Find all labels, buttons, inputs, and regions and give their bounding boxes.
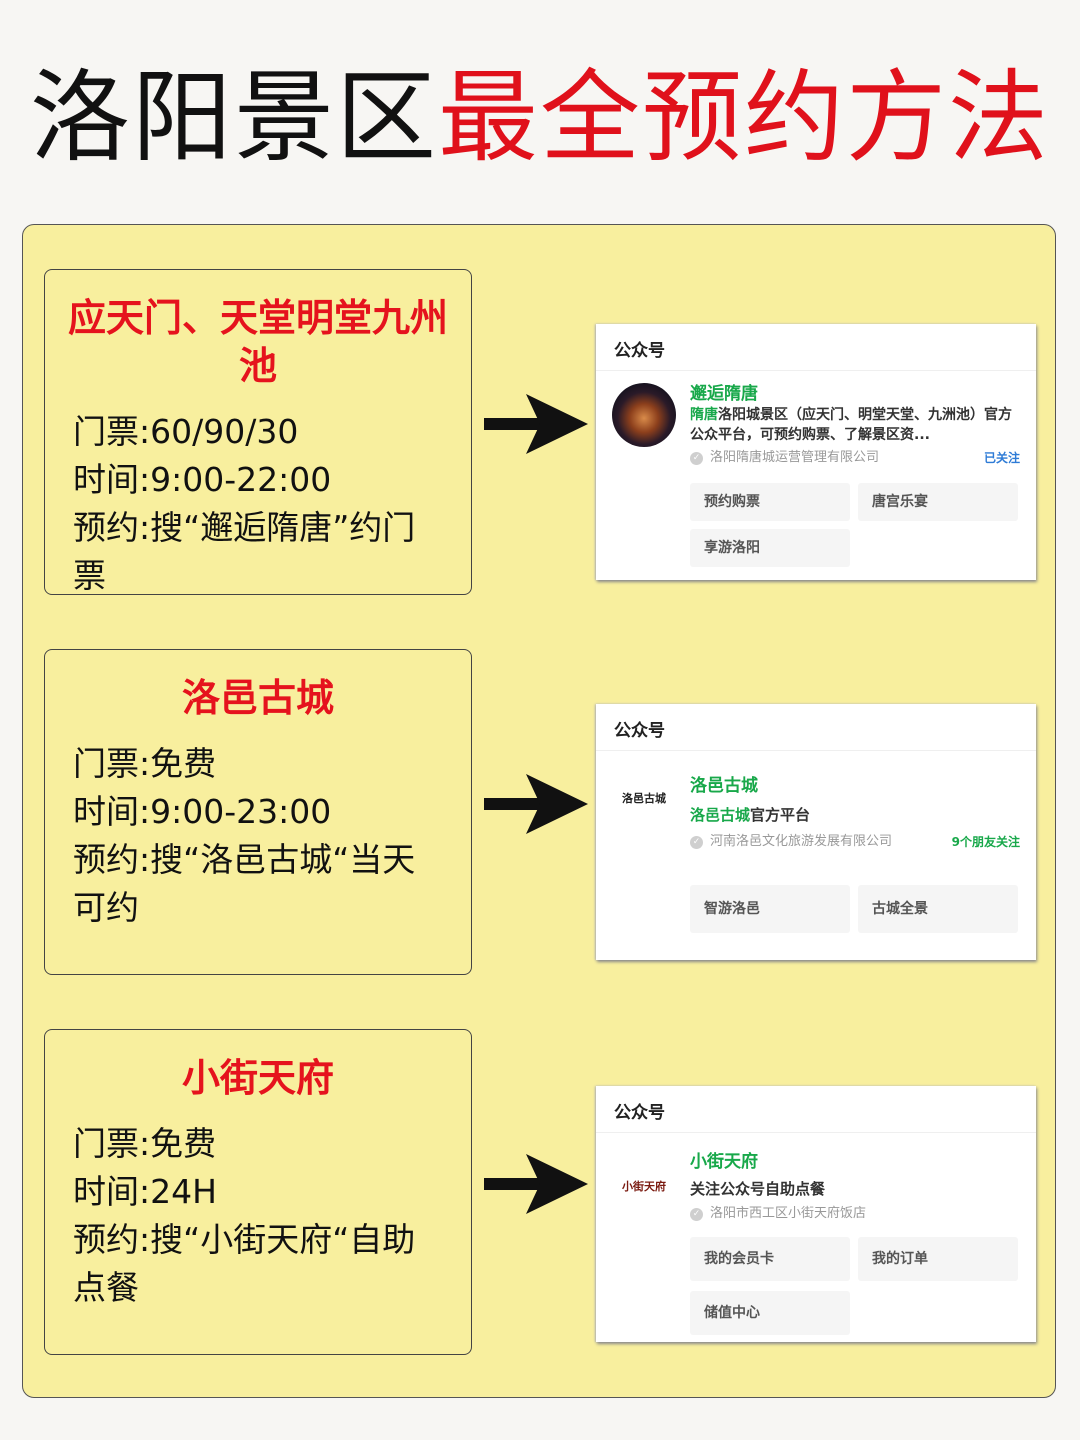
menu-enjoy-luoyang[interactable]: 享游洛阳 — [690, 529, 850, 567]
info-box-2: 洛邑古城 门票:免费 时间:9:00-23:00 预约:搜“洛邑古城“当天可约 — [44, 649, 472, 975]
booking-line: 预约:搜“洛邑古城“当天可约 — [73, 840, 416, 927]
menu-my-orders[interactable]: 我的订单 — [858, 1237, 1018, 1281]
account-description: 隋唐洛阳城景区（应天门、明堂天堂、九洲池）官方公众平台，可预约购票、了解景区资.… — [690, 405, 1020, 445]
info-box-3: 小街天府 门票:免费 时间:24H 预约:搜“小街天府“自助点餐 — [44, 1029, 472, 1355]
info-box-1: 应天门、天堂明堂九州池 门票:60/90/30 时间:9:00-22:00 预约… — [44, 269, 472, 595]
wechat-account-card-1[interactable]: 公众号 邂逅隋唐 隋唐洛阳城景区（应天门、明堂天堂、九洲池）官方公众平台，可预约… — [596, 324, 1036, 580]
ticket-line: 门票:免费 — [73, 1124, 217, 1163]
follow-status[interactable]: 已关注 — [983, 451, 1020, 465]
card-header: 公众号 — [596, 1086, 1036, 1133]
account-logo: 洛邑古城 — [612, 767, 676, 831]
desc-text: 洛阳城景区（应天门、明堂天堂、九洲池）官方公众平台，可预约购票、了解景区资... — [690, 407, 1012, 443]
page-title: 洛阳景区最全预约方法 — [0, 58, 1080, 178]
booking-line: 预约:搜“邂逅隋唐”约门票 — [73, 508, 416, 595]
attraction-name: 洛邑古城 — [181, 676, 334, 720]
verified-company: ✓ 洛阳隋唐城运营管理有限公司 已关注 — [690, 449, 1020, 467]
hours-line: 时间:9:00-23:00 — [73, 792, 332, 831]
hours-line: 时间:9:00-22:00 — [73, 460, 332, 499]
menu-member-card[interactable]: 我的会员卡 — [690, 1237, 850, 1281]
company-name: 河南洛邑文化旅游发展有限公司 — [710, 834, 893, 849]
account-avatar — [612, 383, 676, 447]
verified-icon: ✓ — [690, 1208, 703, 1221]
account-name[interactable]: 邂逅隋唐 — [690, 384, 758, 404]
ticket-line: 门票:免费 — [73, 744, 217, 783]
attraction-name: 小街天府 — [181, 1056, 334, 1100]
wechat-account-card-3[interactable]: 公众号 小街天府 小街天府 关注公众号自助点餐 ✓ 洛阳市西工区小街天府饭店 我的… — [596, 1086, 1036, 1342]
card-header: 公众号 — [596, 704, 1036, 751]
menu-smart-tour[interactable]: 智游洛邑 — [690, 885, 850, 933]
account-description: 关注公众号自助点餐 — [690, 1180, 826, 1198]
menu-book-tickets[interactable]: 预约购票 — [690, 483, 850, 521]
booking-line: 预约:搜“小街天府“自助点餐 — [73, 1220, 416, 1307]
account-name[interactable]: 小街天府 — [690, 1152, 758, 1172]
verified-company: ✓ 河南洛邑文化旅游发展有限公司 9个朋友关注 — [690, 833, 1020, 851]
desc-text: 官方平台 — [750, 806, 811, 824]
arrow-right-icon — [484, 394, 588, 454]
desc-highlight: 隋唐 — [690, 407, 718, 423]
desc-highlight: 洛邑古城 — [690, 806, 751, 824]
hours-line: 时间:24H — [73, 1172, 217, 1211]
company-name: 洛阳隋唐城运营管理有限公司 — [710, 450, 880, 465]
card-header: 公众号 — [596, 324, 1036, 371]
menu-tang-feast[interactable]: 唐宫乐宴 — [858, 483, 1018, 521]
arrow-right-icon — [484, 1154, 588, 1214]
account-description: 洛邑古城官方平台 — [690, 805, 1020, 825]
menu-stored-value[interactable]: 储值中心 — [690, 1291, 850, 1335]
menu-panorama[interactable]: 古城全景 — [858, 885, 1018, 933]
title-part-1: 洛阳景区 — [30, 59, 438, 176]
friends-following[interactable]: 9个朋友关注 — [951, 835, 1020, 849]
verified-icon: ✓ — [690, 452, 703, 465]
company-name: 洛阳市西工区小街天府饭店 — [710, 1206, 867, 1221]
account-logo: 小街天府 — [612, 1155, 676, 1219]
verified-company: ✓ 洛阳市西工区小街天府饭店 — [690, 1205, 1020, 1223]
attraction-name: 应天门、天堂明堂九州池 — [67, 296, 448, 388]
verified-icon: ✓ — [690, 836, 703, 849]
ticket-line: 门票:60/90/30 — [73, 412, 299, 451]
title-highlight: 最全预约方法 — [438, 59, 1050, 176]
arrow-right-icon — [484, 774, 588, 834]
account-name[interactable]: 洛邑古城 — [690, 776, 758, 796]
